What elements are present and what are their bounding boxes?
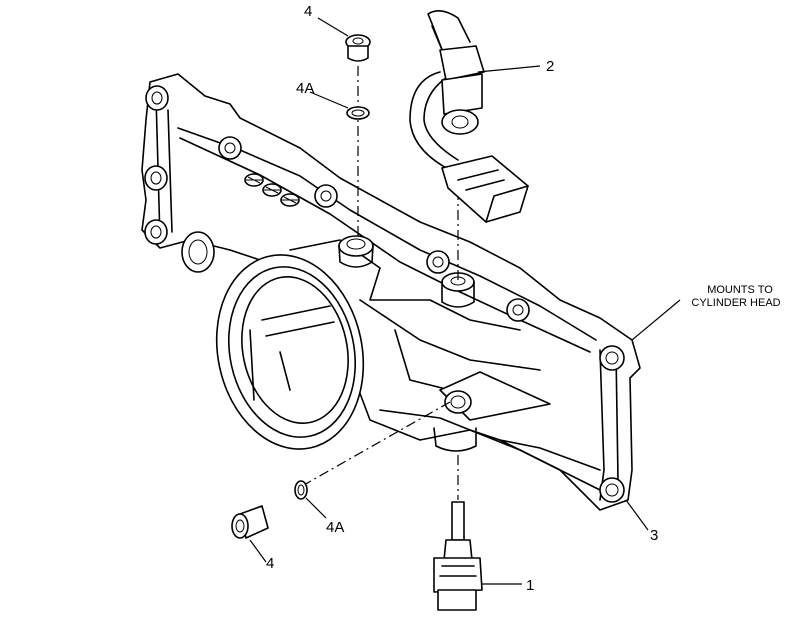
mount-note-line1: MOUNTS TO <box>707 284 773 296</box>
seal-ring-top <box>346 106 370 120</box>
mount-note: MOUNTS TO CYLINDER HEAD <box>690 284 790 310</box>
leader-lines <box>249 17 681 585</box>
vent-grilles <box>244 173 300 207</box>
part-1-label: 1 <box>526 577 535 594</box>
part-3-label: 3 <box>650 527 659 544</box>
top-port-boss <box>338 235 374 268</box>
seal-bottom-label: 4A <box>326 519 345 536</box>
seal-top-label: 4A <box>296 80 315 97</box>
alignment-lines <box>294 66 459 500</box>
mount-note-line2: CYLINDER HEAD <box>691 297 781 309</box>
outlet-flange <box>215 254 365 450</box>
plug-bottom-label: 4 <box>266 555 275 572</box>
sensor-port-boss <box>441 272 475 308</box>
bolt-bosses <box>144 85 625 503</box>
plug-top-label: 4 <box>304 3 313 20</box>
housing-body <box>141 73 641 511</box>
part-2-label: 2 <box>546 58 555 75</box>
plug-top <box>345 34 371 62</box>
sensor-harness <box>409 10 529 223</box>
plug-bottom <box>231 505 269 539</box>
seal-ring-bottom <box>294 480 308 500</box>
side-port-boss <box>433 371 551 452</box>
temperature-sensor <box>433 501 483 611</box>
